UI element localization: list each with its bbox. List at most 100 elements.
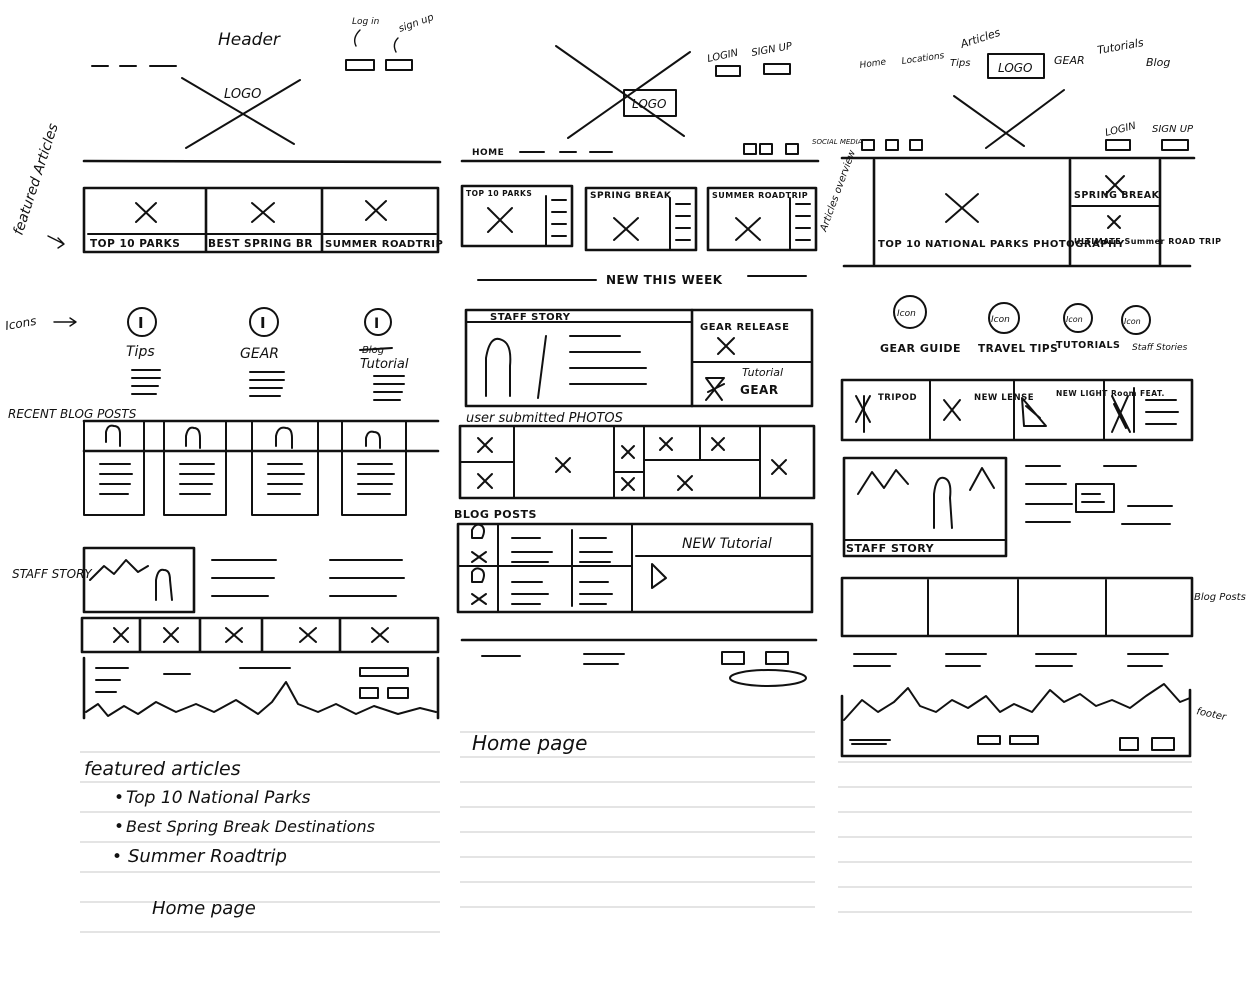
social-box-3: [785, 143, 799, 155]
ruled-lines-left: [80, 751, 440, 933]
mid-logo-placeholder: LOGO: [555, 45, 691, 139]
user-photos-grid: [458, 424, 816, 500]
mid-footer-lines: [481, 653, 625, 665]
right-blog-posts-label: Blog Posts: [1194, 592, 1246, 603]
main-article-text: TOP 10 NATIONAL PARKS PHOTOGRAPHY: [878, 239, 1125, 250]
right-logo-placeholder: [953, 89, 1065, 149]
right-icon-word-3: Icon: [1066, 315, 1083, 324]
mid-blog-posts-label: BLOG POSTS: [454, 508, 537, 521]
new-this-week-rule: [477, 275, 807, 281]
featured-label-1: TOP 10 PARKS: [90, 238, 180, 250]
ruled-lines-middle: [460, 731, 815, 908]
mid-gear-label: GEAR: [740, 383, 779, 397]
nav-articles: Articles: [958, 26, 1002, 51]
new-tutorial-label: NEW Tutorial: [682, 536, 772, 552]
featured-articles-row: TOP 10 PARKS BEST SPRING BR SUMMER ROADT…: [82, 186, 443, 254]
left-caption: Home page: [152, 898, 256, 919]
mid-signup-label: SIGN UP: [751, 41, 794, 59]
icon-label-strike: Blog: [362, 345, 384, 356]
right-blog-posts-text: Blog Posts: [1194, 592, 1246, 603]
right-login-button: [1105, 139, 1131, 151]
log-in-label: Log in: [352, 17, 380, 27]
nav-tutorials: Tutorials: [1096, 36, 1145, 57]
mid-article-2: SPRING BREAK: [590, 191, 672, 201]
nav-blog: Blog: [1146, 56, 1170, 69]
featured-label-2: BEST SPRING BR: [208, 238, 313, 250]
social-box-2: [759, 143, 773, 155]
mid-staff-story-label: STAFF STORY: [490, 312, 571, 323]
right-gear-row: TRIPOD NEW LENSE NEW LIGHT Room FEAT.: [840, 378, 1194, 442]
right-icon-word-1: Icon: [897, 309, 916, 319]
mid-footer-box-2: [765, 651, 789, 665]
log-in-button: [345, 59, 375, 71]
nav-home: Home: [859, 57, 887, 71]
mid-blog-posts: NEW Tutorial: [456, 522, 814, 614]
logo-text: LOGO: [224, 87, 261, 102]
icon-label-staff-stories: Staff Stories: [1132, 343, 1188, 353]
icon-label-travel-tips: TRAVEL TIPS: [978, 343, 1058, 355]
right-icons-row: Icon Icon Icon Icon GEAR GUIDE TRAVEL TI…: [880, 295, 1188, 355]
mid-logo-text: LOGO: [632, 97, 667, 111]
right-footer: footer: [840, 683, 1228, 758]
mid-login-label: LOGIN: [706, 48, 739, 65]
right-articles-block: TOP 10 NATIONAL PARKS PHOTOGRAPHY SPRING…: [842, 158, 1222, 268]
gear-item-tripod: TRIPOD: [878, 393, 917, 403]
icon-label-tutorial: Tutorial: [360, 357, 409, 372]
sign-up-label: sign up: [397, 12, 435, 35]
mid-home-label: HOME: [472, 148, 504, 158]
user-photos-label: user submitted PHOTOS: [466, 411, 623, 426]
nav-logo-box: [987, 53, 1045, 79]
header-divider: [82, 159, 442, 164]
mid-footer-oval: [729, 669, 807, 687]
nav-logo: LOGO: [998, 61, 1033, 75]
mid-login-button: [715, 65, 741, 77]
middle-wireframe: LOGIN SIGN UP LOGO HOME SOCIAL MEDIA TOP…: [454, 41, 863, 755]
icon-label-gear-guide: GEAR GUIDE: [880, 342, 961, 355]
mid-signup-button: [763, 63, 791, 75]
notes-bullet-2: •: [114, 817, 124, 837]
right-login-label: LOGIN: [1104, 121, 1138, 139]
right-signup-button: [1161, 139, 1189, 151]
notes-title: featured articles: [84, 758, 241, 780]
staff-story: [80, 546, 440, 654]
nav-locations: Locations: [901, 51, 945, 67]
right-footer-label: footer: [1195, 706, 1227, 723]
left-footer: [82, 656, 440, 720]
mid-caption: Home page: [472, 731, 587, 755]
icon-label-tutorials: TUTORIALS: [1056, 340, 1120, 351]
mid-article-3: SUMMER ROADTRIP: [712, 191, 808, 200]
right-social-1: [861, 139, 875, 151]
ruled-lines-right: [838, 761, 1192, 913]
icon-letter-1: I: [138, 314, 144, 332]
featured-label-3: SUMMER ROADTRIP: [325, 239, 443, 250]
mid-footer-box-1: [721, 651, 745, 665]
right-ultimate-trip: ULTIMATE Summer ROAD TRIP: [1074, 237, 1222, 246]
articles-overview-label: Articles overview: [818, 148, 858, 234]
header-label: Header: [218, 30, 281, 50]
notes-bullet-1: •: [114, 788, 124, 808]
logo-placeholder: LOGO: [181, 77, 301, 149]
note-item-1: Top 10 National Parks: [126, 788, 311, 808]
right-blog-posts: Blog Posts: [840, 576, 1246, 667]
margin-recent-blog-posts: RECENT BLOG POSTS: [8, 407, 137, 421]
recent-blog-posts: [82, 419, 440, 516]
new-this-week-label: NEW THIS WEEK: [606, 273, 723, 287]
margin-icons: Icons: [4, 314, 37, 333]
right-social-3: [909, 139, 923, 151]
social-media-label: SOCIAL MEDIA: [812, 138, 863, 146]
mid-article-1: TOP 10 PARKS: [466, 189, 532, 198]
right-spring-break: SPRING BREAK: [1074, 190, 1160, 201]
icon-label-gear: GEAR: [240, 346, 279, 362]
right-staff-story-label: STAFF STORY: [846, 542, 935, 555]
sign-up-button: [385, 59, 413, 71]
gear-item-new-lense: NEW LENSE: [974, 393, 1034, 403]
notes-bullet-3: •: [112, 847, 122, 867]
margin-featured-articles: featured Articles: [11, 122, 62, 238]
mid-tutorial-label: Tutorial: [742, 366, 783, 379]
note-item-3: Summer Roadtrip: [128, 846, 287, 867]
right-wireframe: Home Locations Tips Articles LOGO GEAR T…: [818, 26, 1246, 758]
right-signup-label: SIGN UP: [1152, 124, 1194, 135]
gear-release-label: GEAR RELEASE: [700, 322, 789, 333]
nav-tips: Tips: [950, 58, 970, 69]
